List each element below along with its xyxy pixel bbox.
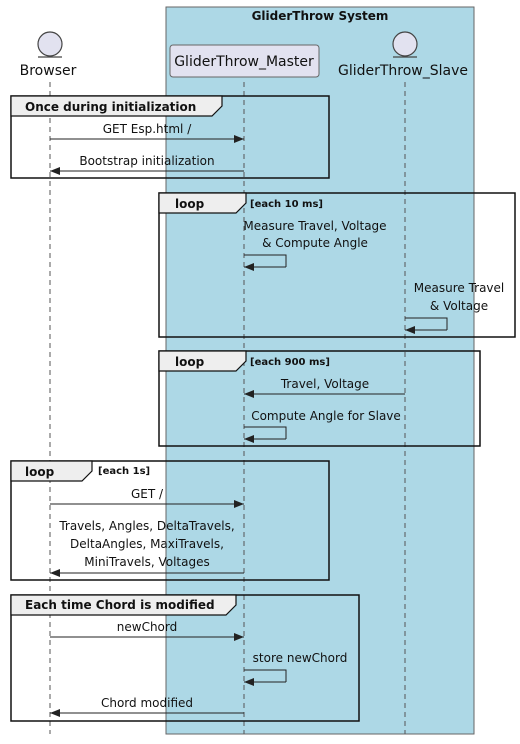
message-bootstrap-initialization: Bootstrap initialization: [50, 154, 244, 175]
participant-browser: Browser: [20, 63, 77, 79]
system-title: GliderThrow System: [252, 9, 389, 23]
loop-condition: [each 10 ms]: [250, 199, 323, 210]
group-each-time-chord-modified: Each time Chord is modified: [10, 594, 360, 722]
loop-condition: [each 900 ms]: [250, 357, 330, 368]
message-label: & Voltage: [430, 299, 488, 313]
message-label: MiniTravels, Voltages: [84, 555, 209, 569]
loop-title: loop: [25, 465, 55, 479]
loop-title: loop: [175, 355, 205, 369]
message-label: Measure Travel: [414, 281, 505, 295]
participant-slave: GliderThrow_Slave: [338, 63, 468, 79]
participant-master-box: [169, 44, 320, 78]
loop-each-10ms: loop [each 10 ms]: [158, 192, 516, 338]
message-label: store newChord: [253, 651, 348, 665]
group-title: Each time Chord is modified: [25, 598, 215, 612]
message-label: Measure Travel, Voltage: [243, 219, 386, 233]
message-label: DeltaAngles, MaxiTravels,: [70, 537, 224, 551]
message-new-chord: newChord: [50, 620, 244, 641]
group-once-during-initialization: Once during initialization: [10, 95, 330, 179]
message-chord-modified: Chord modified: [50, 696, 244, 717]
message-label: Chord modified: [101, 696, 193, 710]
message-label: GET /: [131, 487, 164, 501]
message-label: Compute Angle for Slave: [251, 409, 401, 423]
message-travels-angles-response: Travels, Angles, DeltaTravels, DeltaAngl…: [50, 519, 244, 577]
message-label: Bootstrap initialization: [79, 154, 214, 168]
message-travel-voltage: Travel, Voltage: [244, 377, 405, 398]
message-measure-travel-voltage-compute-angle: Measure Travel, Voltage & Compute Angle: [243, 219, 387, 271]
message-get-root: GET /: [50, 487, 244, 508]
message-get-esp-html: GET Esp.html /: [50, 122, 244, 143]
message-label: & Compute Angle: [262, 236, 368, 250]
message-label: Travels, Angles, DeltaTravels,: [58, 519, 234, 533]
loop-title: loop: [175, 197, 205, 211]
loop-each-1s: loop [each 1s]: [10, 460, 330, 581]
slave-entity-icon: [392, 31, 418, 57]
group-title: Once during initialization: [25, 100, 196, 114]
browser-entity-icon: [37, 31, 63, 57]
loop-each-900ms: loop [each 900 ms]: [158, 350, 481, 447]
message-slave-measure-travel-voltage: Measure Travel & Voltage: [405, 281, 505, 334]
message-label: GET Esp.html /: [103, 122, 192, 136]
message-label: Travel, Voltage: [280, 377, 369, 391]
participant-master: GliderThrow_Master: [174, 54, 314, 70]
message-store-new-chord: store newChord: [244, 651, 348, 686]
loop-condition: [each 1s]: [98, 466, 150, 477]
message-compute-angle-for-slave: Compute Angle for Slave: [244, 409, 401, 443]
message-label: newChord: [117, 620, 177, 634]
